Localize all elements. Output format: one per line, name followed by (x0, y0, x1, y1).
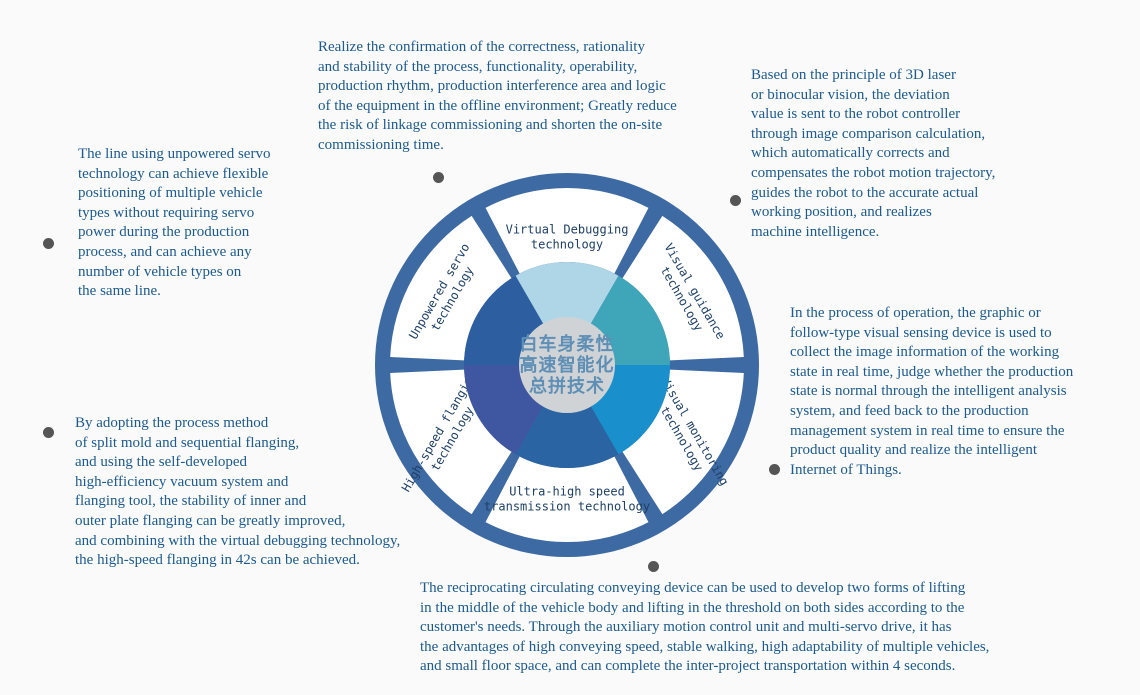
segment-visual-monitoring (622, 369, 744, 515)
segment-visual-guidance (622, 215, 744, 361)
segment-virtual-debugging (485, 187, 649, 274)
bullet-dot-visual-guidance (730, 195, 741, 206)
inner-wedge-unpowered-servo (464, 275, 544, 365)
bullet-dot-unpowered-servo (43, 238, 54, 249)
center-title: 白车身柔性高速智能化总拼技术 (520, 333, 615, 397)
bullet-dot-transmission (648, 561, 659, 572)
segment-unpowered-servo (390, 215, 512, 361)
visual-guidance-description: Based on the principle of 3D laser or bi… (751, 67, 996, 240)
center-disc (519, 317, 615, 413)
bullet-dot-virtual-debugging (433, 172, 444, 183)
inner-wedge-visual-guidance (590, 275, 670, 365)
virtual-debugging-description: Realize the confirmation of the correctn… (318, 39, 677, 153)
inner-wedge-virtual-debugging (515, 261, 619, 326)
unpowered-servo-description: The line using unpowered servo technolog… (78, 146, 271, 300)
inner-wedge-ultra-high-speed (515, 404, 619, 468)
bullet-dot-flanging (43, 427, 54, 438)
bullet-dot-visual-monitoring (769, 464, 780, 475)
inner-wedge-visual-monitoring (590, 365, 670, 455)
visual-monitoring-description: In the process of operation, the graphic… (790, 305, 1074, 478)
inner-wedge-high-speed-flanging (464, 365, 544, 455)
flanging-description: By adopting the process method of split … (75, 415, 401, 569)
segment-ultra-high-speed (485, 456, 649, 542)
segment-high-speed-flanging (390, 369, 512, 515)
transmission-description: The reciprocating circulating conveying … (420, 580, 990, 675)
